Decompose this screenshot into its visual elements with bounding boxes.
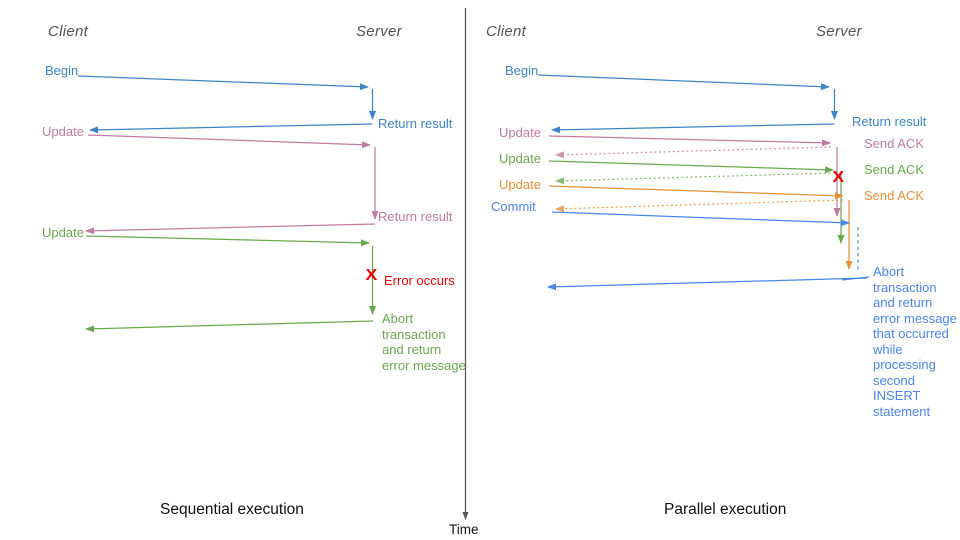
par-update1-request-arrow (548, 135, 831, 147)
par-commit-label: Commit (491, 199, 536, 214)
par-update-label-2: Update (499, 151, 541, 166)
seq-error-x-icon: X (365, 267, 378, 284)
seq-abort-note: Abort transaction and return error messa… (382, 311, 466, 373)
par-error-x-icon: X (832, 169, 845, 186)
seq-return-result-label-2: Return result (378, 209, 453, 224)
par-send-ack-label-2: Send ACK (864, 162, 924, 177)
seq-return-result-arrow-2 (85, 223, 376, 235)
par-abort-return-arrow (547, 277, 868, 291)
par-send-ack2-arrow (555, 172, 836, 185)
seq-return-result-label-1: Return result (378, 116, 453, 131)
seq-update1-request-arrow (87, 134, 371, 149)
seq-abort-return-arrow (85, 320, 374, 333)
par-return-result-label: Return result (852, 114, 927, 129)
par-send-ack-label-3: Send ACK (864, 188, 924, 203)
par-send-ack-label-1: Send ACK (864, 136, 924, 151)
time-axis-label: Time (449, 522, 479, 537)
seq-error-occurs-label: Error occurs (384, 273, 455, 288)
par-abort-note: Abort transaction and return error messa… (873, 264, 957, 419)
seq-update-label-1: Update (42, 124, 84, 139)
seq-update2-request-arrow (85, 235, 370, 247)
seq-return-result-arrow-1 (89, 123, 373, 134)
par-caption: Parallel execution (664, 501, 787, 518)
seq-begin-request-arrow (77, 75, 369, 91)
par-client-label: Client (486, 23, 527, 40)
par-update2-request-arrow (548, 160, 834, 174)
par-begin-label: Begin (505, 63, 539, 78)
par-return-result-arrow (551, 123, 835, 134)
par-begin-request-arrow (537, 74, 830, 91)
par-send-ack1-arrow (555, 146, 832, 159)
seq-begin-label: Begin (45, 63, 79, 78)
par-server-label: Server (816, 23, 862, 40)
seq-update-label-2: Update (42, 225, 84, 240)
par-update3-request-arrow (548, 185, 844, 200)
par-commit-request-arrow (551, 211, 850, 227)
par-update-label-1: Update (499, 125, 541, 140)
par-update-label-3: Update (499, 177, 541, 192)
par-send-ack3-arrow (555, 199, 844, 213)
seq-client-label: Client (48, 23, 89, 40)
seq-caption: Sequential execution (160, 501, 304, 518)
seq-server-label: Server (356, 23, 402, 40)
